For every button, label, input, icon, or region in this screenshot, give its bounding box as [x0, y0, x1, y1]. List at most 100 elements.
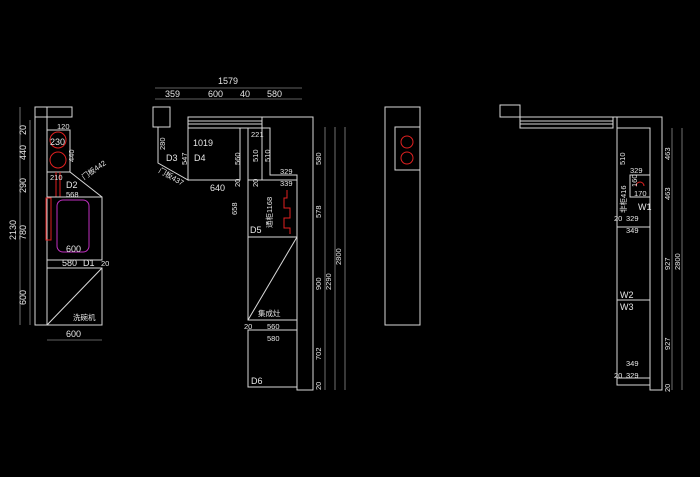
dim: 510 — [618, 152, 627, 165]
duct-circle — [400, 135, 414, 149]
dim: 600 — [66, 244, 81, 254]
dim: 463 — [663, 147, 672, 160]
cabinet-id: D2 — [66, 180, 78, 190]
dim: 160 — [630, 174, 639, 187]
cabinet-id: D6 — [251, 376, 263, 386]
dim: 1019 — [193, 138, 213, 148]
side-label: 非柜416 — [618, 185, 628, 213]
elevation-side-wall — [384, 106, 421, 326]
elevation-tall-wall: 510 463 463 329 160 170 非柜416 W1 20 329 … — [499, 104, 683, 392]
wall-section — [499, 104, 521, 118]
dim: 349 — [626, 226, 639, 235]
outlet-box — [629, 174, 651, 198]
dim: 2800 — [334, 248, 343, 265]
dim: 580 — [62, 258, 77, 268]
diagonal — [247, 236, 298, 321]
dim: 20 — [251, 179, 260, 187]
dim: 2290 — [324, 273, 333, 290]
dim: 900 — [314, 277, 323, 290]
cabinet-id: W2 — [620, 290, 634, 300]
dim: 568 — [66, 190, 79, 199]
dim: 658 — [230, 202, 239, 215]
wall-section — [152, 106, 171, 128]
rail — [187, 116, 263, 129]
tall-cabinet — [616, 127, 651, 386]
dim: 463 — [663, 187, 672, 200]
dim: 560 — [267, 322, 280, 331]
cabinet-id: D1 — [83, 258, 95, 268]
cabinet-d6 — [247, 329, 298, 388]
duct-circle — [400, 151, 414, 165]
rail — [519, 116, 614, 129]
upper-cabinet — [46, 129, 71, 173]
dim: 20 — [18, 125, 28, 135]
cabinet-id: W3 — [620, 302, 634, 312]
dim: 20 — [663, 384, 672, 392]
elevation-sink-wall: 2130 20 440 290 780 600 120 230 440 210 … — [8, 106, 109, 341]
dim: 510 — [251, 149, 260, 162]
tall-cabinet-label: 通柜1168 — [264, 197, 274, 228]
dim: 927 — [663, 337, 672, 350]
dim: 2130 — [8, 220, 18, 240]
dim: 329 — [626, 214, 639, 223]
dim: 20 — [614, 371, 622, 380]
stove-label: 集成灶 — [258, 308, 281, 318]
dim: 440 — [18, 145, 28, 160]
dim: 329 — [626, 371, 639, 380]
dim: 580 — [267, 89, 282, 99]
elevation-stove-wall: 1579 359 600 40 580 221 280 547 1019 560… — [152, 76, 346, 391]
dim: 349 — [626, 359, 639, 368]
dim: 580 — [314, 152, 323, 165]
dim: 547 — [180, 152, 189, 165]
dim: 20 — [614, 214, 622, 223]
dim: 2800 — [673, 253, 682, 270]
dim: 780 — [18, 225, 28, 240]
dim: 339 — [280, 179, 293, 188]
dim: 580 — [267, 334, 280, 343]
cabinet-id: D4 — [194, 153, 206, 163]
dim: 120 — [57, 122, 70, 131]
sink-cabinet — [46, 196, 103, 261]
dim: 578 — [314, 205, 323, 218]
dim: 440 — [67, 149, 76, 162]
dim: 600 — [208, 89, 223, 99]
dim: 359 — [165, 89, 180, 99]
dim: 600 — [66, 329, 81, 339]
range-hood-duct — [49, 131, 67, 149]
dim: 40 — [240, 89, 250, 99]
wall-section — [34, 106, 48, 326]
dim: 221 — [251, 130, 264, 139]
outlet-icon — [635, 181, 645, 187]
dishwasher-label: 洗碗机 — [73, 312, 96, 322]
sink-icon — [56, 199, 90, 253]
cabinet-id: W1 — [638, 202, 652, 212]
dim: 20 — [314, 382, 323, 390]
dim: 510 — [263, 149, 272, 162]
diagonal — [46, 267, 103, 326]
dim: 230 — [50, 137, 65, 147]
cabinet-id: D5 — [250, 225, 262, 235]
dim: 1579 — [218, 76, 238, 86]
wall-cap — [34, 106, 73, 118]
wall-section — [384, 106, 421, 326]
dim: 20 — [101, 259, 109, 268]
duct-circle — [49, 151, 67, 169]
dishwasher-box — [46, 267, 103, 326]
dim: 170 — [634, 189, 647, 198]
dim: 702 — [314, 347, 323, 360]
door-swing — [69, 171, 103, 198]
red-symbol — [283, 190, 291, 234]
stove-cabinet — [247, 236, 298, 321]
dim: 20 — [233, 179, 242, 187]
wall-section — [261, 116, 314, 391]
dim: 280 — [158, 137, 167, 150]
dim: 927 — [663, 257, 672, 270]
dim: 329 — [280, 167, 293, 176]
cabinet-id: D3 — [166, 153, 178, 163]
red-element — [45, 197, 52, 241]
dim: 329 — [630, 166, 643, 175]
hood-box — [394, 126, 421, 171]
dim: 290 — [18, 178, 28, 193]
dim: 20 — [244, 322, 252, 331]
